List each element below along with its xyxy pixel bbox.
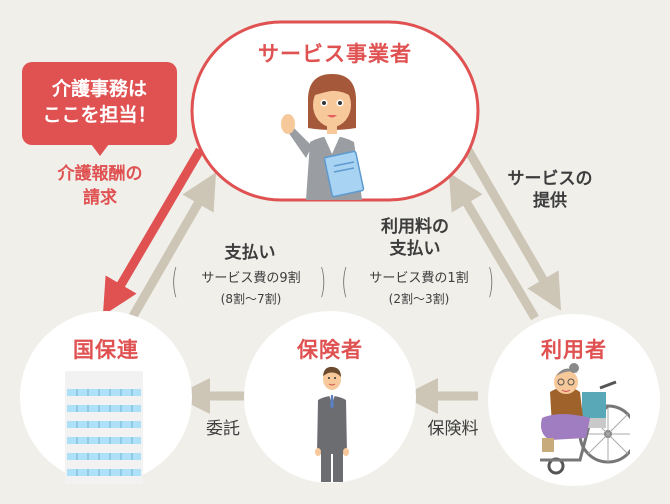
- kokuhoren-title: 国保連: [73, 338, 139, 362]
- user-payment-paren-right: ): [487, 262, 494, 302]
- user-payment-line2: 支払い: [389, 239, 441, 259]
- payment-label: 支払い: [224, 243, 276, 263]
- claim-line2: 請求: [83, 188, 117, 208]
- office-building-icon: [65, 371, 143, 484]
- payment-paren-right: ): [319, 262, 326, 302]
- entrust-label: 委託: [206, 419, 240, 439]
- payment-detail2: (8割〜7割): [220, 292, 282, 306]
- user-payment-paren-left: (: [341, 262, 348, 302]
- user-payment-detail1: サービス費の1割: [369, 271, 469, 286]
- user-title: 利用者: [541, 338, 607, 362]
- service-line2: 提供: [533, 191, 567, 211]
- user-payment-arrow: [448, 172, 539, 321]
- payment-arrow: [128, 172, 216, 321]
- payment-paren-left: (: [171, 262, 178, 302]
- callout-line1: 介護事務は: [51, 78, 147, 100]
- insurer-title: 保険者: [297, 338, 363, 362]
- businesswoman-icon: [281, 74, 365, 200]
- user-payment-line1: 利用料の: [381, 217, 449, 237]
- claim-arrow: [102, 147, 204, 316]
- claim-line1: 介護報酬の: [57, 164, 143, 184]
- claim-label: 介護報酬の 請求: [20, 162, 180, 210]
- callout-tail: [91, 144, 109, 156]
- businessman-icon: [315, 366, 349, 482]
- callout-line2: ここを担当！: [42, 104, 157, 126]
- user-payment-detail2: (2割〜3割): [388, 292, 450, 306]
- provider-title: サービス事業者: [258, 42, 412, 66]
- service-line1: サービスの: [507, 169, 593, 189]
- callout-bubble: 介護事務は ここを担当！: [22, 62, 177, 145]
- premium-label: 保険料: [427, 419, 479, 439]
- wheelchair-user-icon: [540, 363, 630, 475]
- payment-detail1: サービス費の9割: [201, 271, 301, 286]
- user-payment-label: 利用料の 支払い: [350, 216, 480, 260]
- service-label: サービスの 提供: [495, 168, 605, 212]
